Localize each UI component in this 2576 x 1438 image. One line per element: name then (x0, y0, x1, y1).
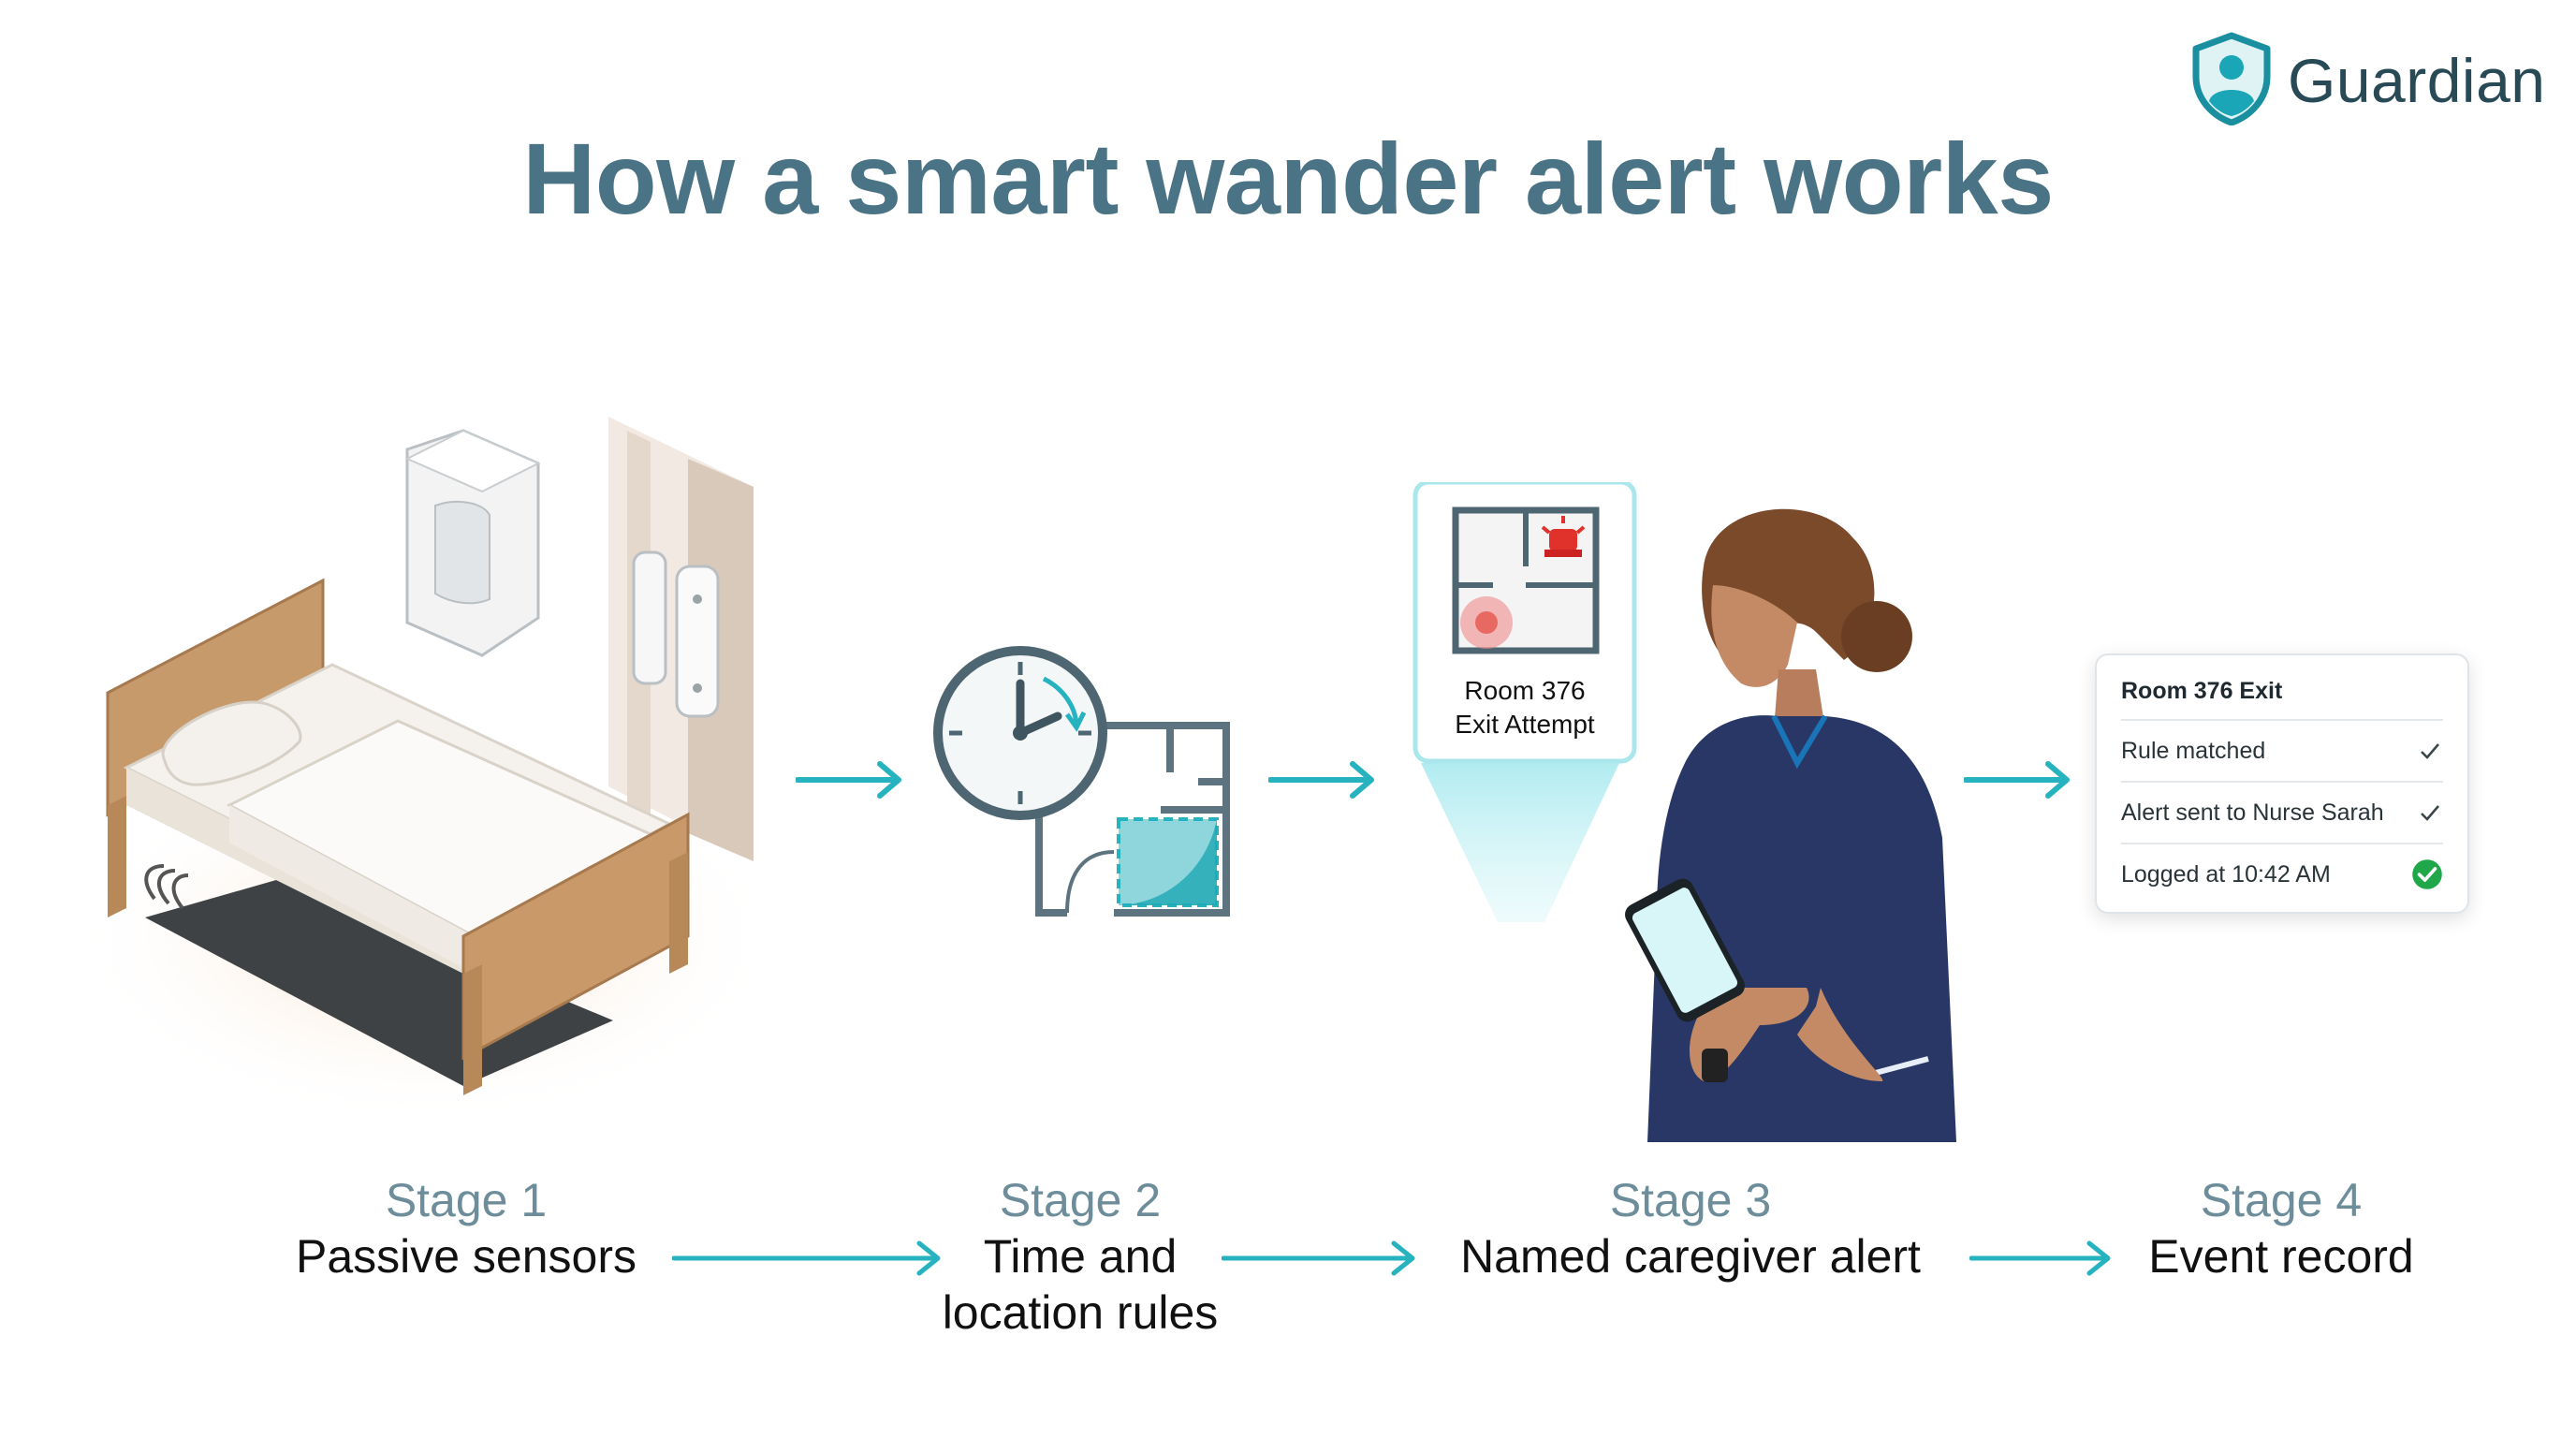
event-record-row: Alert sent to Nurse Sarah (2121, 781, 2443, 843)
page-title: How a smart wander alert works (522, 122, 2054, 235)
event-record-row-text: Logged at 10:42 AM (2121, 860, 2331, 888)
alert-event-text: Exit Attempt (1455, 710, 1595, 739)
stage-label: Stage 4 Event record (2019, 1172, 2543, 1284)
bed-sensors-icon (89, 417, 782, 1123)
event-record-row-text: Alert sent to Nurse Sarah (2121, 799, 2384, 826)
event-record-row: Logged at 10:42 AM (2121, 843, 2443, 904)
flow-arrow-icon (1964, 761, 2070, 799)
stage-description: Time and location rules (942, 1230, 1219, 1339)
stage-label: Stage 3 Named caregiver alert (1428, 1172, 1953, 1284)
stage-number: Stage 1 (385, 1174, 548, 1226)
stage-description: Event record (2148, 1230, 2414, 1283)
alert-room-text: Room 376 (1464, 676, 1585, 705)
stage-number: Stage 3 (1609, 1174, 1772, 1226)
flow-arrow-icon (1222, 1240, 1415, 1276)
event-record-row-text: Rule matched (2121, 737, 2266, 764)
flow-arrow-icon (672, 1240, 941, 1276)
stage-description: Passive sensors (295, 1230, 637, 1283)
stage-number: Stage 2 (999, 1174, 1162, 1226)
brand-name: Guardian (2288, 46, 2546, 115)
stage-label: Stage 1 Passive sensors (204, 1172, 728, 1284)
stage-number: Stage 4 (2200, 1174, 2363, 1226)
flow-arrow-icon (796, 761, 901, 799)
check-icon (2421, 743, 2439, 759)
stage-description: Named caregiver alert (1460, 1230, 1921, 1283)
event-record-title: Room 376 Exit (2121, 678, 2283, 704)
flow-arrow-icon (1268, 761, 1374, 799)
flow-arrow-icon (1969, 1240, 2111, 1276)
brand: Guardian (2188, 32, 2563, 129)
caregiver-phone-icon: Room 376 Exit Attempt (1412, 482, 1956, 1142)
stage-label: Stage 2 Time and location rules (818, 1172, 1342, 1341)
check-icon (2421, 805, 2439, 821)
check-circle-icon (2412, 859, 2442, 889)
event-record-row: Rule matched (2121, 719, 2443, 781)
event-record-card: Room 376 Exit Rule matched Alert sent to… (2095, 653, 2469, 914)
clock-floorplan-icon (933, 646, 1230, 917)
shield-person-icon (2192, 32, 2271, 125)
